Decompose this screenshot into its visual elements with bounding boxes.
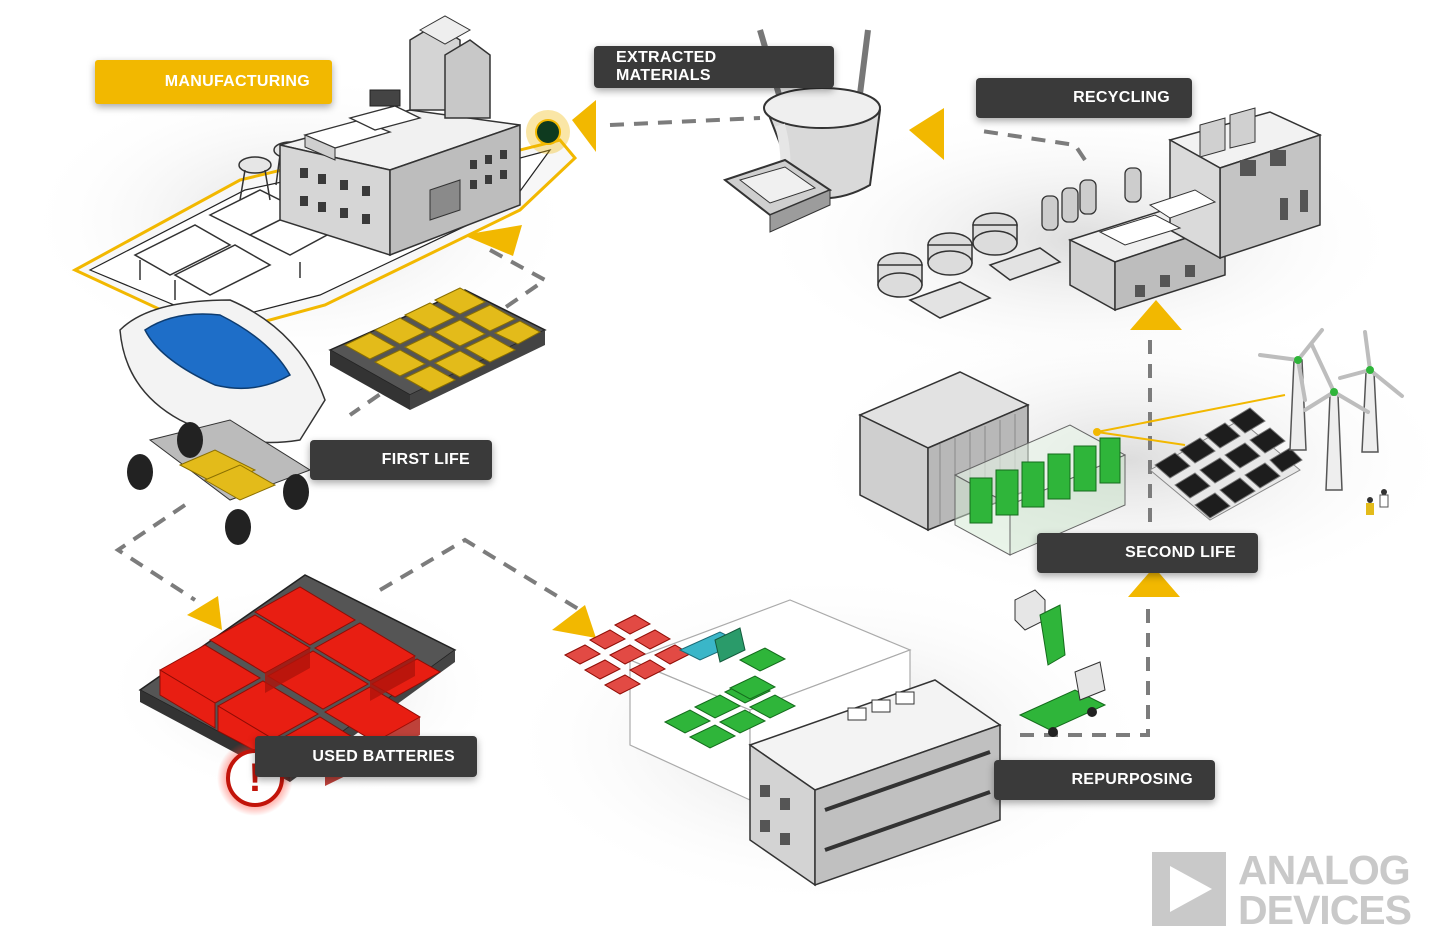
arrow-down-first-life xyxy=(463,225,522,256)
arrow-down-used xyxy=(187,596,222,630)
path-used-to-repurposing xyxy=(378,537,582,612)
arrow-right-repurposing xyxy=(552,605,596,638)
forklift-trucks xyxy=(1014,589,1107,737)
label-extracted-materials: EXTRACTED MATERIALS xyxy=(594,46,834,88)
arrow-up-recycling xyxy=(1130,300,1182,330)
arrow-left-recycling xyxy=(909,108,944,160)
label-used-batteries: USED BATTERIES xyxy=(255,736,477,777)
label-second-life: SECOND LIFE xyxy=(1037,533,1258,573)
path-repurposing-to-second-life xyxy=(1020,600,1150,737)
workers xyxy=(1366,489,1389,515)
solar-panel-array xyxy=(1149,407,1303,521)
wind-turbines xyxy=(1258,328,1404,515)
logo-line-2: DEVICES xyxy=(1238,887,1412,933)
path-recycling-to-extracted xyxy=(974,128,1087,162)
extracted-materials-crucible xyxy=(722,29,882,233)
path-first-life-to-used xyxy=(114,503,197,602)
flow-arrows xyxy=(187,100,1182,638)
recycling-plant xyxy=(877,107,1323,319)
label-repurposing: REPURPOSING xyxy=(994,760,1215,800)
second-life-storage xyxy=(858,371,1286,556)
arrow-left-extracted xyxy=(572,100,596,152)
analog-devices-wordmark: ANALOG DEVICES xyxy=(1238,847,1412,933)
manufacturing-plant xyxy=(71,15,578,337)
label-first-life: FIRST LIFE xyxy=(310,440,492,480)
analog-devices-logo: ANALOG DEVICES xyxy=(1152,847,1422,933)
repurposing-facility xyxy=(563,599,1002,887)
arrow-up-second-life xyxy=(1128,567,1180,597)
analog-devices-logo-mark xyxy=(1152,852,1226,926)
first-life-battery-pack xyxy=(328,287,547,410)
label-recycling: RECYCLING xyxy=(976,78,1192,118)
logo-line-1: ANALOG xyxy=(1238,847,1411,893)
label-manufacturing: MANUFACTURING xyxy=(95,60,332,104)
path-extracted-to-manufacturing xyxy=(609,116,761,127)
electric-car xyxy=(119,299,326,545)
